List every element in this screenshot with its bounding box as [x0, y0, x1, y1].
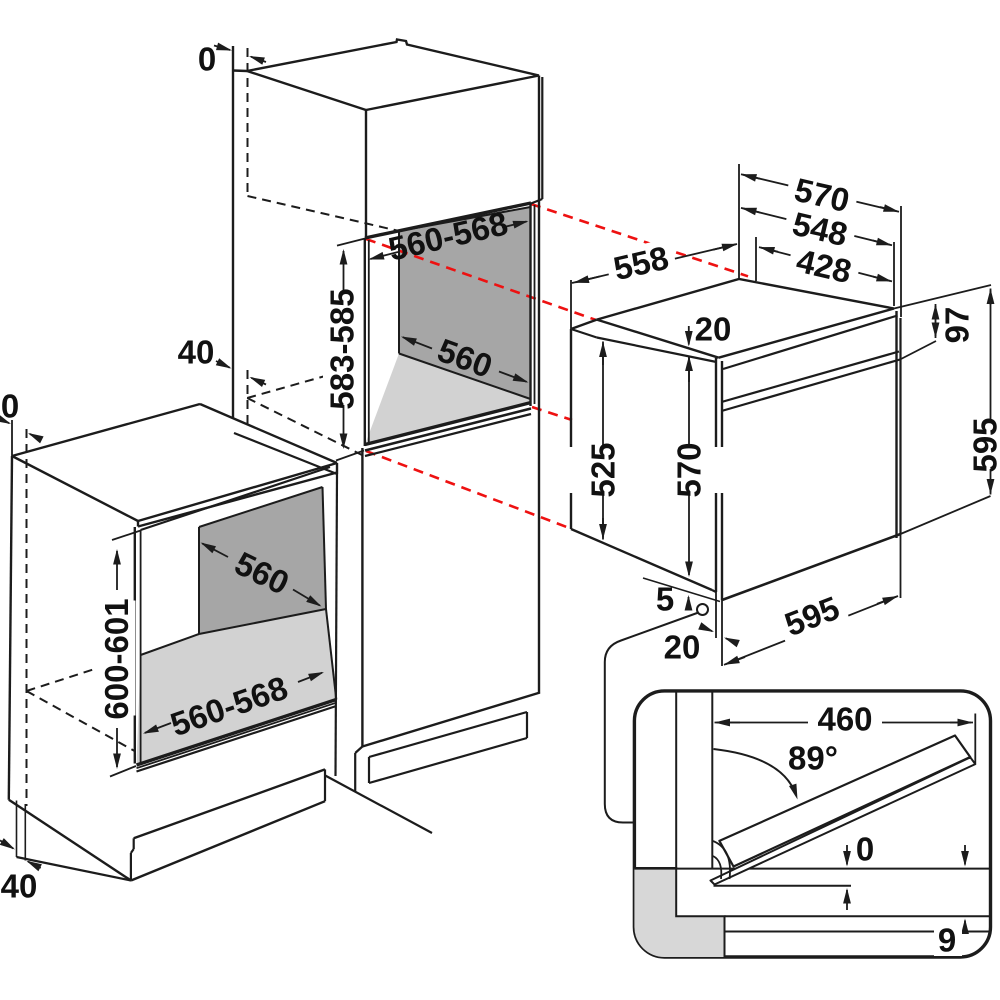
svg-text:40: 40: [1, 868, 38, 905]
svg-text:460: 460: [817, 701, 872, 738]
svg-text:89°: 89°: [788, 740, 838, 777]
svg-text:525: 525: [585, 442, 622, 497]
svg-text:600-601: 600-601: [98, 598, 135, 719]
svg-text:5: 5: [656, 581, 674, 618]
svg-text:0: 0: [856, 831, 874, 868]
svg-text:40: 40: [178, 334, 215, 371]
svg-text:9: 9: [938, 922, 956, 959]
svg-text:20: 20: [664, 629, 701, 666]
svg-text:0: 0: [198, 41, 216, 78]
svg-text:97: 97: [939, 307, 976, 344]
svg-text:0: 0: [1, 388, 19, 425]
svg-text:583-585: 583-585: [324, 288, 361, 409]
svg-text:20: 20: [695, 311, 732, 348]
svg-text:595: 595: [967, 417, 1000, 472]
svg-text:570: 570: [671, 442, 708, 497]
